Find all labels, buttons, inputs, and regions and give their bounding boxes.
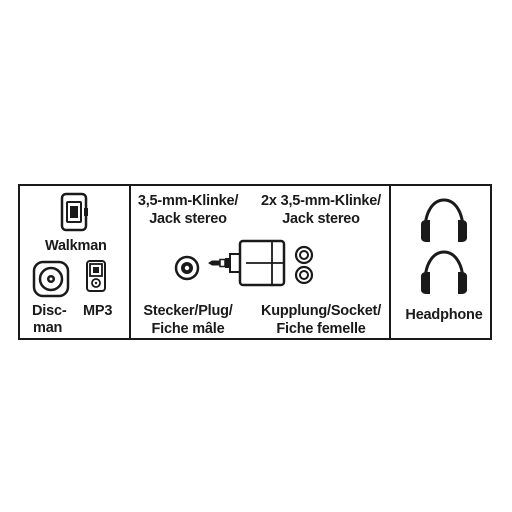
discman-label-line2: man [33,320,63,336]
plug-title-line2: Jack stereo [149,211,227,227]
dual-socket-end-icon [294,245,314,285]
y-adapter-icon [208,239,286,287]
discman-icon [32,260,70,298]
plug-desc-line1: Stecker/Plug/ [143,303,233,319]
socket-title-line2: Jack stereo [282,211,360,227]
headphone-icon-top [421,198,467,242]
discman-label-line1: Disc- [32,303,67,319]
socket-desc-line2: Fiche femelle [276,321,366,337]
mp3-player-icon [86,260,106,292]
jack-plug-end-icon [174,255,200,281]
compatibility-panel [18,184,492,340]
socket-title-line1: 2x 3,5-mm-Klinke/ [261,193,381,209]
socket-desc-line1: Kupplung/Socket/ [260,303,382,319]
plug-desc-line2: Fiche mâle [151,321,225,337]
walkman-label: Walkman [45,238,107,254]
divider-left [129,186,131,338]
divider-right [389,186,391,338]
mp3-label: MP3 [83,303,113,319]
headphone-label: Headphone [405,307,483,323]
headphone-icon-bottom [421,250,467,294]
plug-title-line1: 3,5-mm-Klinke/ [137,193,239,209]
walkman-icon [60,192,88,232]
